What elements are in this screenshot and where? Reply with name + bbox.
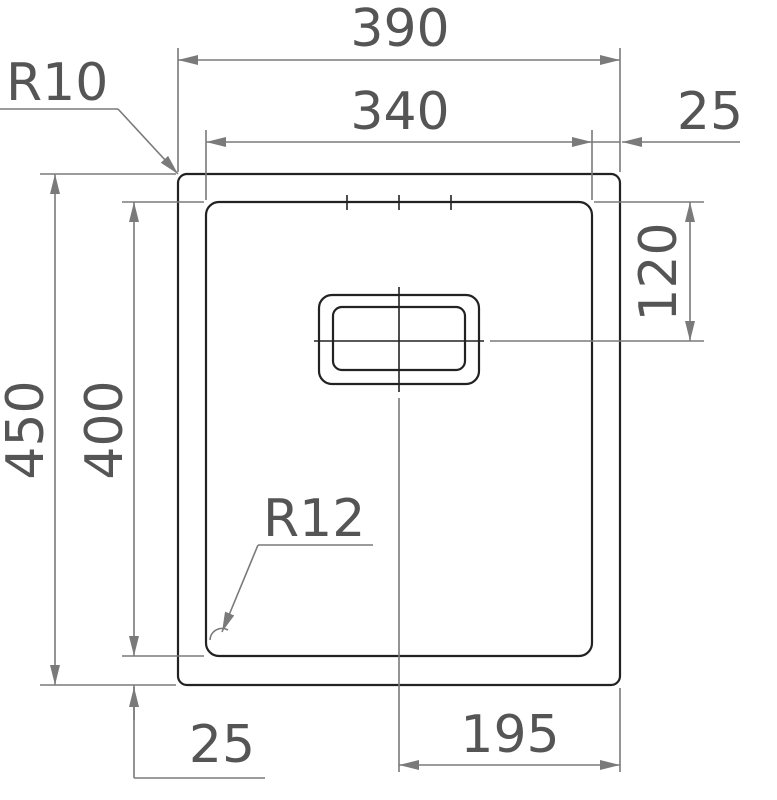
drain-offset-label: 120 (629, 222, 689, 321)
inner-radius-label: R12 (263, 489, 365, 549)
dimension-outer-radius: R10 (0, 53, 179, 175)
drain-center-x-label: 195 (460, 705, 559, 765)
drain-centerlines (314, 287, 484, 392)
top-tick-marks (346, 195, 452, 210)
inner-width-label: 340 (350, 82, 449, 142)
inner-height-label: 400 (75, 380, 135, 479)
dimension-wall-bottom: 25 (129, 685, 265, 779)
dimension-wall-top-right: 25 (592, 82, 743, 147)
dimension-overall-height: 450 (0, 173, 176, 686)
dimension-inner-width: 340 (205, 82, 593, 200)
dimension-drain-center-x: 195 (399, 688, 621, 772)
wall-top-right-label: 25 (677, 82, 743, 142)
dimension-inner-radius: R12 (221, 489, 373, 633)
inner-corner-radius-arc (209, 627, 229, 641)
overall-width-label: 390 (350, 0, 449, 59)
wall-bottom-label: 25 (189, 715, 255, 775)
dimension-drain-offset: 120 (490, 201, 704, 342)
dimension-overall-width: 390 (177, 0, 621, 172)
outer-radius-label: R10 (6, 53, 108, 113)
dimension-inner-height: 400 (75, 201, 204, 657)
overall-height-label: 450 (0, 380, 56, 479)
